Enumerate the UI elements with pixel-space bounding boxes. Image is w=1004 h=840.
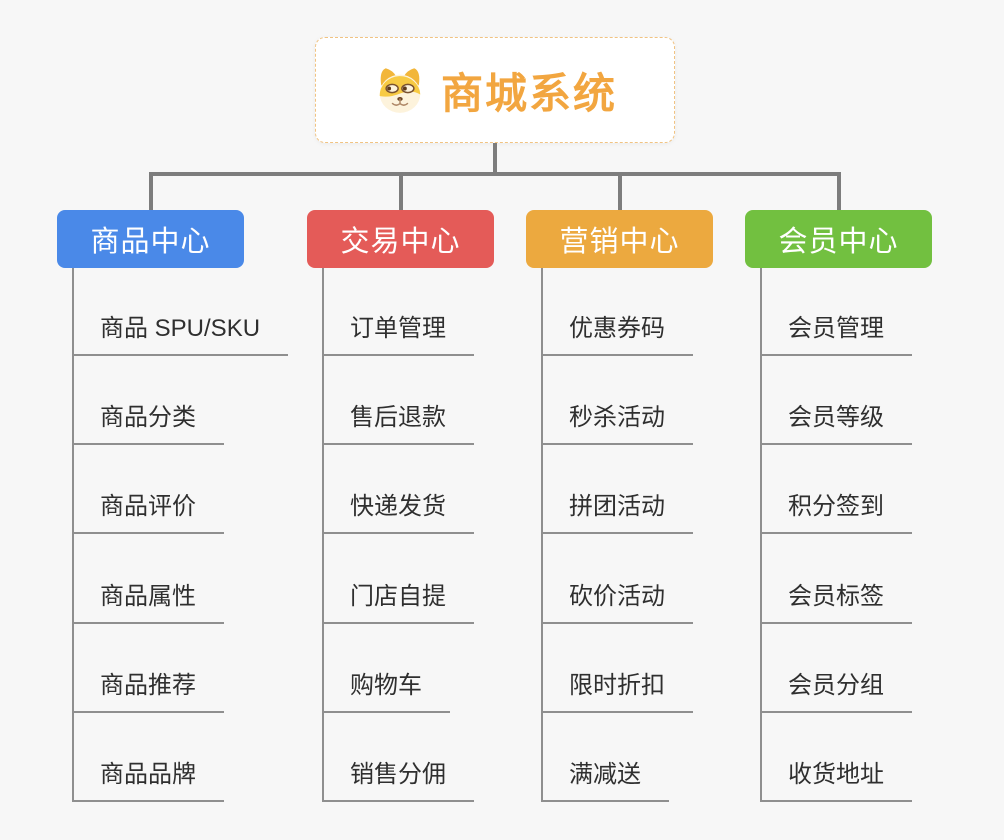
leaf-node-member-center-2[interactable]: 积分签到 xyxy=(760,490,912,534)
leaf-node-member-center-0[interactable]: 会员管理 xyxy=(760,312,912,356)
branch-node-label: 会员中心 xyxy=(778,226,899,258)
branch-connector-line xyxy=(541,268,543,802)
branch-column-trade-center: 交易中心 订单管理售后退款快递发货门店自提购物车销售分佣 xyxy=(307,210,494,820)
leaf-node-product-center-2[interactable]: 商品评价 xyxy=(72,490,224,534)
leaf-node-marketing-center-2[interactable]: 拼团活动 xyxy=(541,490,693,534)
dog-face-icon xyxy=(373,65,427,115)
leaf-node-marketing-center-5[interactable]: 满减送 xyxy=(541,758,669,802)
branch-connector-line xyxy=(72,268,74,802)
connector-line xyxy=(617,172,622,210)
branch-node-member-center[interactable]: 会员中心 xyxy=(745,210,932,268)
leaf-node-product-center-5[interactable]: 商品品牌 xyxy=(72,758,224,802)
leaf-node-product-center-3[interactable]: 商品属性 xyxy=(72,580,224,624)
leaf-node-member-center-4[interactable]: 会员分组 xyxy=(760,669,912,713)
leaf-node-product-center-4[interactable]: 商品推荐 xyxy=(72,669,224,713)
branch-node-trade-center[interactable]: 交易中心 xyxy=(307,210,494,268)
leaf-node-marketing-center-4[interactable]: 限时折扣 xyxy=(541,669,693,713)
connector-line xyxy=(398,172,403,210)
branch-column-product-center: 商品中心 商品 SPU/SKU 商品分类商品评价商品属性商品推荐商品品牌 xyxy=(57,210,289,820)
leaf-node-product-center-0[interactable]: 商品 SPU/SKU xyxy=(72,312,289,356)
leaf-node-trade-center-1[interactable]: 售后退款 xyxy=(322,401,474,445)
branch-column-member-center: 会员中心 会员管理会员等级积分签到会员标签会员分组收货地址 xyxy=(745,210,932,820)
leaf-node-trade-center-4[interactable]: 购物车 xyxy=(322,669,450,713)
branch-connector-line xyxy=(760,268,762,802)
connector-line xyxy=(836,172,841,210)
branch-node-label: 交易中心 xyxy=(340,226,461,258)
connector-line xyxy=(148,172,153,210)
root-node[interactable]: 商城系统 xyxy=(315,37,675,143)
leaf-node-member-center-3[interactable]: 会员标签 xyxy=(760,580,912,624)
leaf-node-marketing-center-0[interactable]: 优惠券码 xyxy=(541,312,693,356)
leaf-node-trade-center-5[interactable]: 销售分佣 xyxy=(322,758,474,802)
root-node-title: 商城系统 xyxy=(440,69,617,117)
leaf-node-trade-center-3[interactable]: 门店自提 xyxy=(322,580,474,624)
branch-node-label: 营销中心 xyxy=(559,226,680,258)
leaf-node-member-center-5[interactable]: 收货地址 xyxy=(760,758,912,802)
connector-line xyxy=(493,143,497,176)
connector-line xyxy=(149,172,839,176)
branch-column-marketing-center: 营销中心 优惠券码秒杀活动拼团活动砍价活动限时折扣满减送 xyxy=(526,210,713,820)
leaf-node-marketing-center-1[interactable]: 秒杀活动 xyxy=(541,401,693,445)
branch-connector-line xyxy=(322,268,324,802)
branch-node-label: 商品中心 xyxy=(90,226,211,258)
branch-node-product-center[interactable]: 商品中心 xyxy=(57,210,244,268)
leaf-node-marketing-center-3[interactable]: 砍价活动 xyxy=(541,580,693,624)
leaf-node-trade-center-2[interactable]: 快递发货 xyxy=(322,490,474,534)
leaf-node-member-center-1[interactable]: 会员等级 xyxy=(760,401,912,445)
leaf-node-trade-center-0[interactable]: 订单管理 xyxy=(322,312,474,356)
leaf-node-product-center-1[interactable]: 商品分类 xyxy=(72,401,224,445)
branch-node-marketing-center[interactable]: 营销中心 xyxy=(526,210,713,268)
